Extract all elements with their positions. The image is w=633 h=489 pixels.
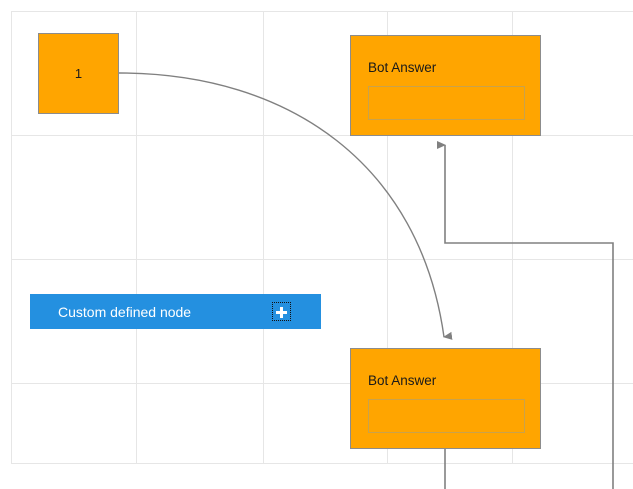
connector-bot-answer-bottom-to-top[interactable] (437, 141, 614, 489)
node-bot-answer-bottom-slot[interactable] (368, 399, 525, 433)
custom-defined-node-label: Custom defined node (58, 303, 192, 320)
plus-icon[interactable] (272, 302, 291, 321)
node-bot-answer-bottom[interactable]: Bot Answer (350, 348, 541, 449)
connector-start-to-bot-answer-bottom[interactable] (118, 72, 453, 340)
custom-defined-node-bar[interactable]: Custom defined node (30, 294, 321, 329)
node-bot-answer-bottom-title: Bot Answer (368, 373, 437, 388)
node-start[interactable]: 1 (38, 33, 119, 114)
node-start-label: 1 (74, 66, 83, 81)
node-bot-answer-top-slot[interactable] (368, 86, 525, 120)
node-bot-answer-top-title: Bot Answer (368, 60, 437, 75)
node-bot-answer-top[interactable]: Bot Answer (350, 35, 541, 136)
